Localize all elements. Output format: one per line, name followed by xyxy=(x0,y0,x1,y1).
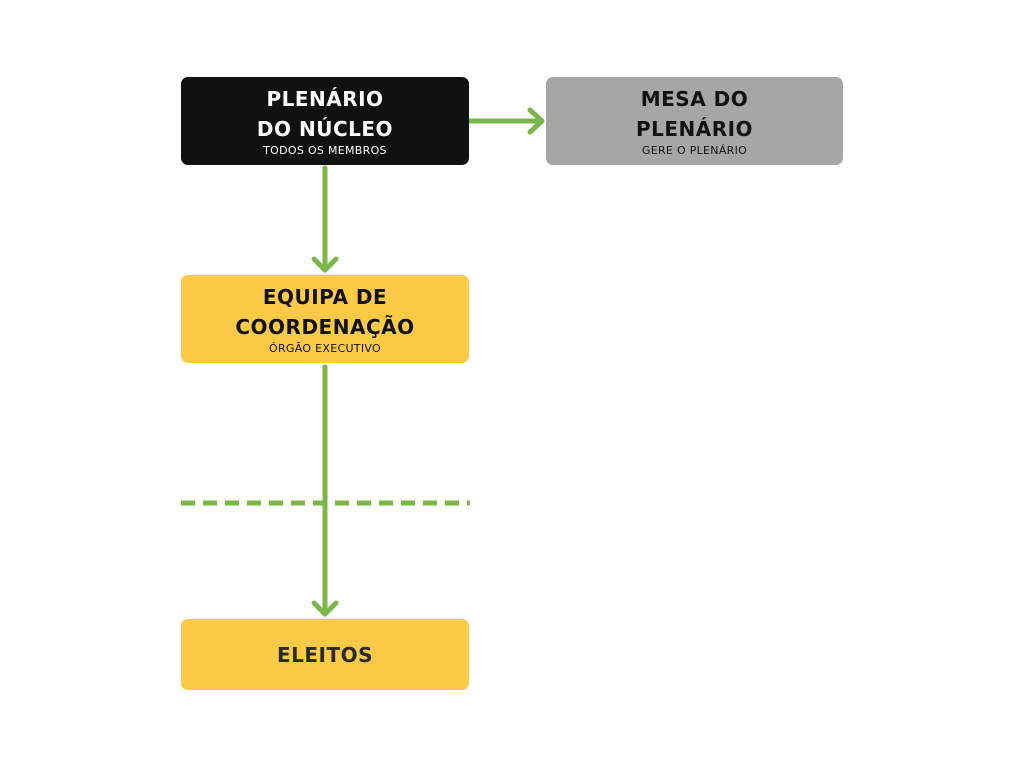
node-title-line2: DO NÚCLEO xyxy=(256,117,394,141)
arrowhead-eleitos xyxy=(311,600,339,617)
node-title-line1: PLENÁRIO xyxy=(266,87,384,111)
node-subtitle: ÓRGÃO EXECUTIVO xyxy=(269,342,381,355)
node-title-line1: MESA DO xyxy=(640,87,749,111)
node-title: ELEITOS xyxy=(276,642,374,667)
arrowhead-mesa xyxy=(527,107,545,135)
node-title-line1: EQUIPA DE xyxy=(262,285,388,309)
node-subtitle: TODOS OS MEMBROS xyxy=(263,144,387,157)
node-title-line2: PLENÁRIO xyxy=(635,117,754,141)
node-equipa-de-coordenacao: EQUIPA DE COORDENAÇÃO ÓRGÃO EXECUTIVO xyxy=(181,275,469,363)
node-eleitos: ELEITOS xyxy=(181,619,469,690)
node-mesa-do-plenario: MESA DO PLENÁRIO GERE O PLENÁRIO xyxy=(546,77,843,165)
node-plenario-do-nucleo: PLENÁRIO DO NÚCLEO TODOS OS MEMBROS xyxy=(181,77,469,165)
node-subtitle: GERE O PLENÁRIO xyxy=(641,144,748,157)
arrowhead-equipa xyxy=(311,256,339,273)
node-title-line2: COORDENAÇÃO xyxy=(235,315,415,339)
